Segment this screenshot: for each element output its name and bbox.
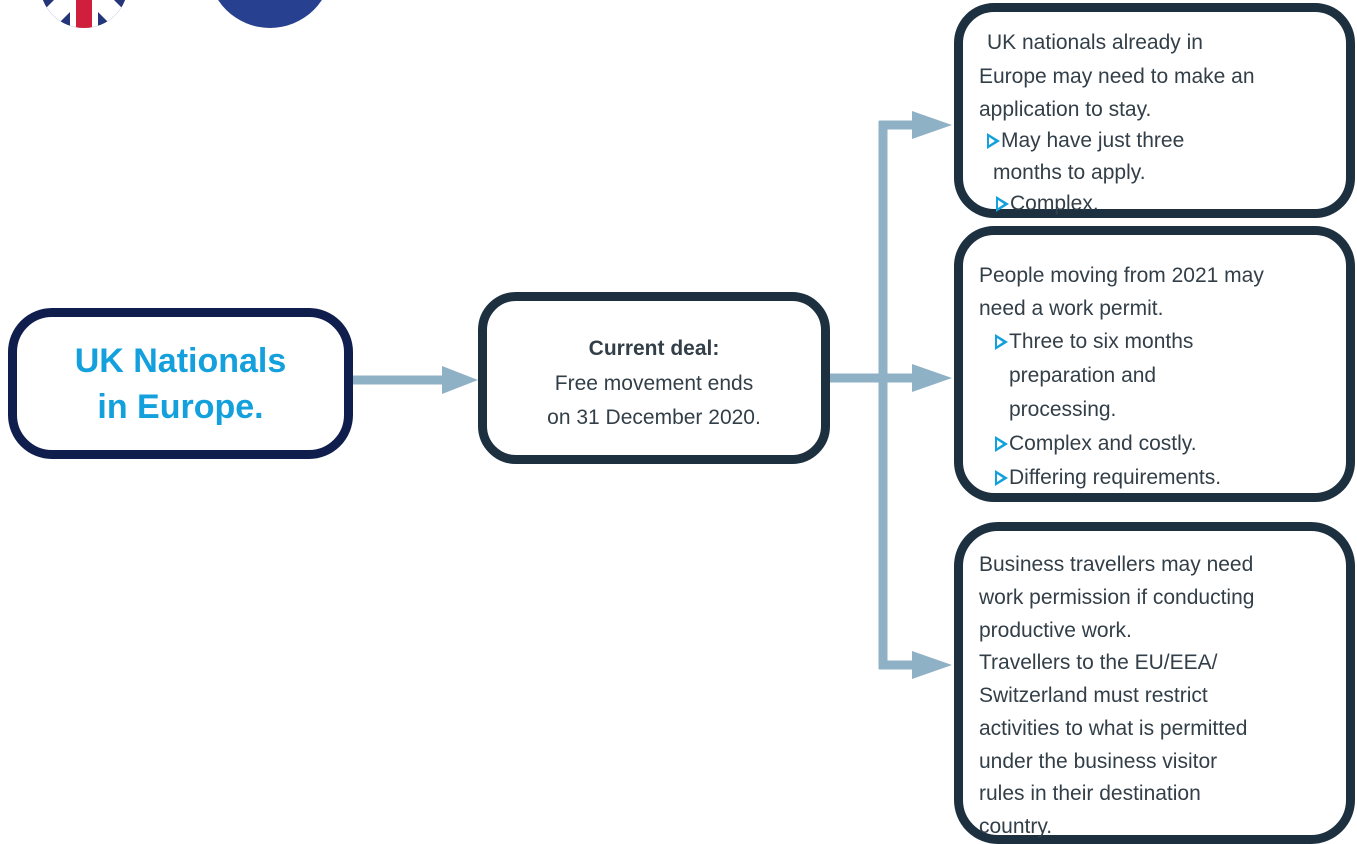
box-line: People moving from 2021 may: [979, 264, 1264, 287]
box-line: application to stay.: [979, 98, 1152, 121]
current-deal-box: Current deal: Free movement ends on 31 D…: [478, 292, 830, 464]
box-line: Business travellers may need: [979, 553, 1254, 576]
box-line: Switzerland must restrict: [979, 684, 1208, 707]
bullet-line: Complex and costly.: [995, 429, 1197, 459]
arrow-head: [912, 364, 952, 392]
bullet-triangle-icon: [995, 334, 1008, 350]
bullet-triangle-icon: [987, 133, 1000, 149]
box-line: processing.: [1009, 398, 1117, 421]
bullet-line: Differing requirements.: [995, 463, 1221, 493]
bullet-line: Complex.: [996, 189, 1099, 219]
uk-nationals-title: UK Nationals in Europe.: [74, 341, 287, 426]
box-line: productive work.: [979, 619, 1132, 642]
current-deal-title: Current deal:: [588, 337, 720, 360]
bullet-triangle-icon: [995, 470, 1008, 486]
bullet-line: May have just three: [987, 126, 1184, 156]
box-line: months to apply.: [993, 161, 1146, 184]
box-line: rules in their destination: [979, 782, 1201, 805]
box-line: UK nationals already in: [987, 31, 1203, 54]
outcome-box-existing-residents: UK nationals already in Europe may need …: [954, 3, 1355, 218]
box-line: Europe may need to make an: [979, 65, 1255, 88]
current-deal-text: Free movement ends on 31 December 2020.: [547, 372, 761, 429]
uk-nationals-box: UK Nationals in Europe.: [8, 308, 353, 459]
box-line: country.: [979, 815, 1053, 838]
arrow-head: [912, 111, 952, 139]
bullet-line: Three to six months: [995, 327, 1193, 357]
box-line: preparation and: [1009, 364, 1157, 387]
arrow-head: [442, 366, 478, 394]
outcome-box-new-movers: People moving from 2021 may need a work …: [954, 226, 1355, 502]
box-line: need a work permit.: [979, 297, 1164, 320]
box-line: work permission if conducting: [979, 586, 1255, 609]
box-line: under the business visitor: [979, 750, 1218, 773]
bullet-triangle-icon: [995, 436, 1008, 452]
bullet-triangle-icon: [996, 196, 1009, 212]
outcome-box-business-travellers: Business travellers may need work permis…: [954, 522, 1355, 844]
box-line: activities to what is permitted: [979, 717, 1248, 740]
box-line: Travellers to the EU/EEA/: [979, 651, 1218, 674]
arrow-head: [912, 651, 952, 679]
